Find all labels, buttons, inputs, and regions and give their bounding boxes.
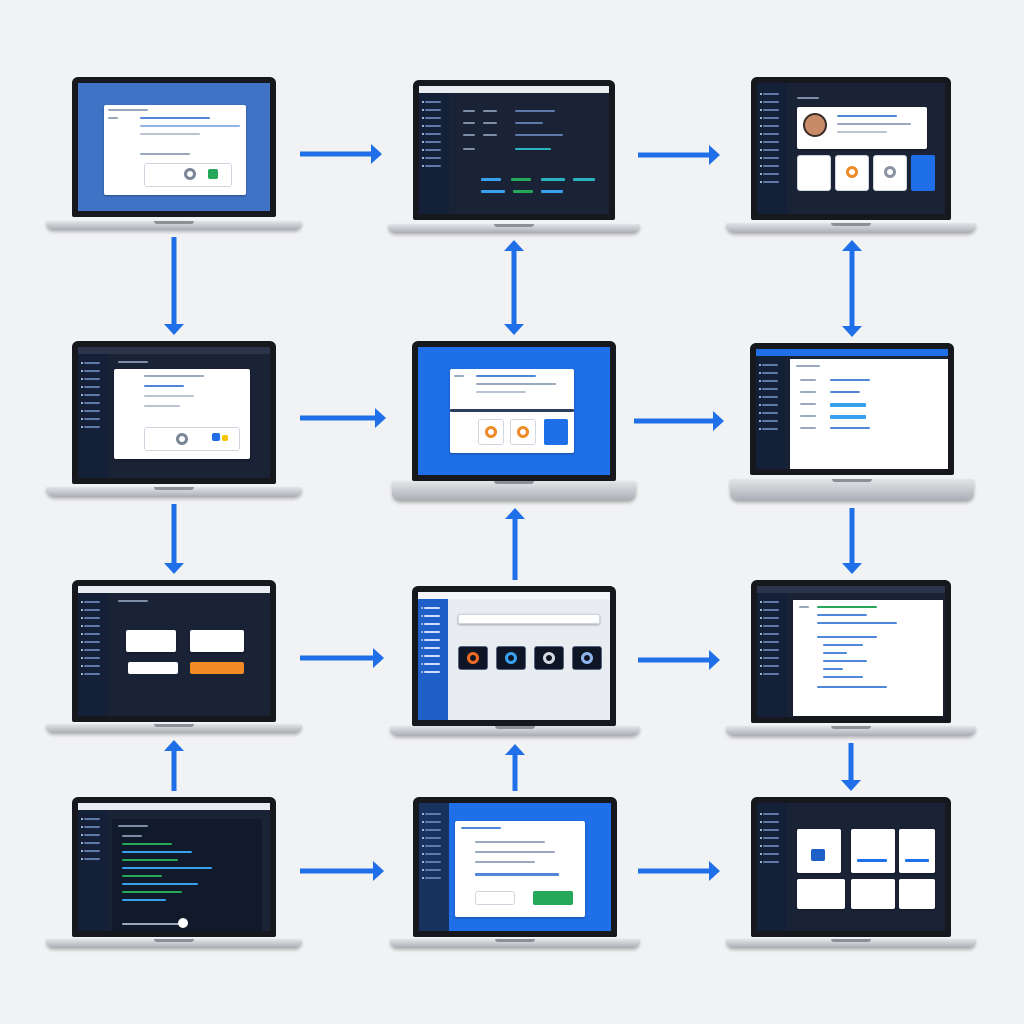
laptop-base [46, 724, 302, 733]
dashboard-card [899, 879, 935, 909]
laptop-base [388, 224, 640, 233]
laptop-r1c2 [388, 80, 640, 234]
laptop-base [726, 223, 976, 233]
arrow-head-r3c3 [842, 563, 862, 574]
slider-track[interactable] [122, 923, 182, 925]
dashboard-card [851, 829, 895, 873]
action-button[interactable] [544, 419, 568, 445]
arrow-head-r2c3 [713, 411, 724, 431]
laptop-r1c3 [726, 77, 976, 234]
laptop-screen [72, 77, 276, 217]
laptop-r3c1 [46, 580, 302, 734]
laptop-r2c3 [730, 343, 974, 502]
laptop-screen [751, 77, 951, 220]
arrow-head-r3c2 [505, 744, 525, 755]
app-icon[interactable] [534, 646, 564, 670]
arrow-head-r3c2 [373, 648, 384, 668]
laptop-base [46, 221, 302, 230]
laptop-screen [750, 343, 954, 475]
orange-button[interactable] [190, 662, 244, 674]
laptop-r2c1 [46, 341, 302, 498]
dashboard-card [797, 879, 845, 909]
submit-button[interactable] [533, 891, 573, 905]
arrow-head-r1c2 [371, 144, 382, 164]
laptop-screen [413, 797, 617, 937]
laptop-base [726, 939, 976, 948]
arrow-head-r2c2 [375, 408, 386, 428]
arrow-head-r3c3 [709, 650, 720, 670]
app-icon[interactable] [572, 646, 602, 670]
profile-card [797, 107, 927, 149]
action-button[interactable] [911, 155, 935, 191]
laptop-screen [412, 586, 616, 726]
app-icon[interactable] [496, 646, 526, 670]
dashboard-card [899, 829, 935, 873]
laptop-base [730, 479, 974, 501]
lock-icon [811, 849, 825, 861]
upload-panel [455, 821, 585, 917]
green-squares-icon [208, 169, 218, 179]
laptop-screen [751, 580, 951, 723]
arrow-head-r4c3 [709, 861, 720, 881]
slider-handle[interactable] [178, 918, 188, 928]
avatar [803, 113, 827, 137]
laptop-r4c1 [46, 797, 302, 949]
dialog-window [114, 369, 250, 459]
laptop-base [46, 939, 302, 948]
laptop-r4c2 [390, 797, 640, 949]
laptop-screen [751, 797, 951, 937]
dialog-window [450, 369, 574, 453]
arrow-head-r2c3 [842, 326, 862, 337]
terminal-window [112, 819, 262, 931]
dashboard-card [797, 829, 841, 873]
arrow-head-r4c2 [373, 861, 384, 881]
arrow-head-r2c2 [505, 508, 525, 519]
laptop-screen [413, 80, 615, 220]
laptop-r3c3 [726, 580, 976, 737]
document-page [793, 600, 943, 716]
laptop-base [390, 939, 640, 948]
arrow-head-r2c2 [504, 324, 524, 335]
arrow-head-r1c2 [504, 240, 524, 251]
laptop-r1c1 [46, 77, 302, 231]
laptop-screen [72, 797, 276, 937]
arrow-head-r3c1 [164, 563, 184, 574]
laptop-base [726, 726, 976, 736]
refresh-icon [184, 168, 196, 180]
arrow-head-r1c3 [842, 240, 862, 251]
laptop-base [390, 726, 640, 736]
laptop-base [392, 481, 636, 501]
laptop-base [46, 487, 302, 497]
laptop-screen [72, 341, 276, 484]
laptop-r4c3 [726, 797, 976, 949]
laptop-screen [412, 341, 616, 481]
arrow-head-r3c1 [164, 740, 184, 751]
laptop-r3c2 [390, 586, 640, 738]
laptop-r2c2 [392, 341, 636, 502]
arrow-head-r2c1 [164, 324, 184, 335]
laptop-screen [72, 580, 276, 722]
search-input[interactable] [458, 614, 600, 624]
dashboard-card [851, 879, 895, 909]
dialog-window [104, 105, 246, 195]
arrow-head-r1c3 [709, 145, 720, 165]
app-icon[interactable] [458, 646, 488, 670]
orange-icon [846, 166, 858, 178]
arrow-head-r4c3 [841, 780, 861, 791]
form-panel [790, 359, 948, 469]
